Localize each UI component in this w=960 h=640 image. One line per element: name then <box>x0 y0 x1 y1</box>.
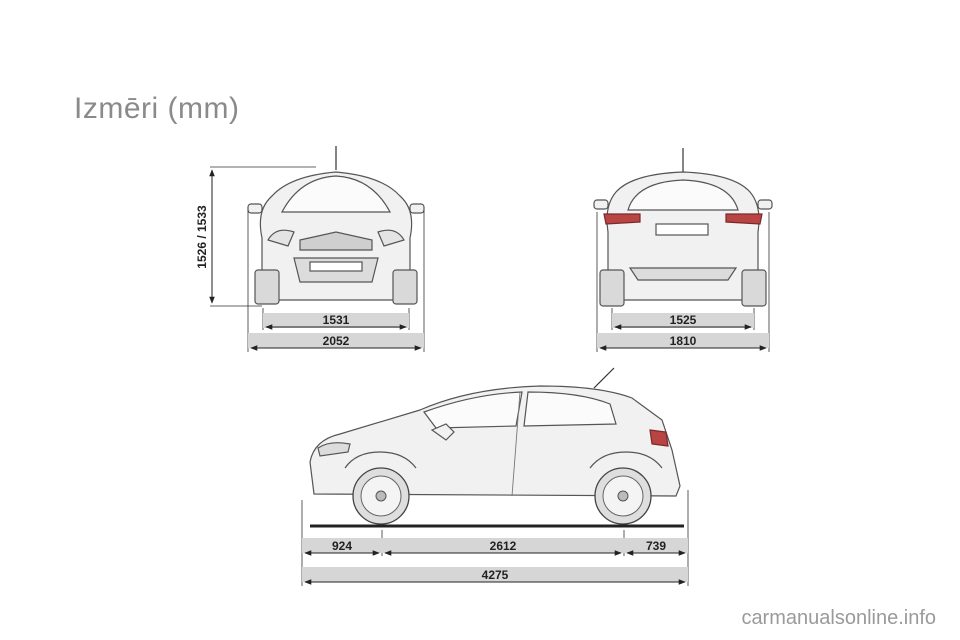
wheelbase-label: 2612 <box>490 539 517 553</box>
side-view-car <box>309 367 681 497</box>
front-height-label: 1526 / 1533 <box>195 205 209 269</box>
front-overhang-label: 924 <box>332 539 352 553</box>
rear-view-car <box>593 148 773 307</box>
overall-length-label: 4275 <box>482 568 509 582</box>
front-width-label: 2052 <box>323 334 350 348</box>
watermark: carmanualsonline.info <box>741 607 936 629</box>
rear-track-label: 1525 <box>670 313 697 327</box>
rear-width-label: 1810 <box>670 334 697 348</box>
rear-overhang-label: 739 <box>646 539 666 553</box>
front-view-car <box>247 146 425 305</box>
side-view-front-wheel <box>352 467 410 525</box>
side-view-rear-wheel <box>594 467 652 525</box>
page-title: Izmēri (mm) <box>74 92 240 125</box>
front-track-label: 1531 <box>323 313 350 327</box>
